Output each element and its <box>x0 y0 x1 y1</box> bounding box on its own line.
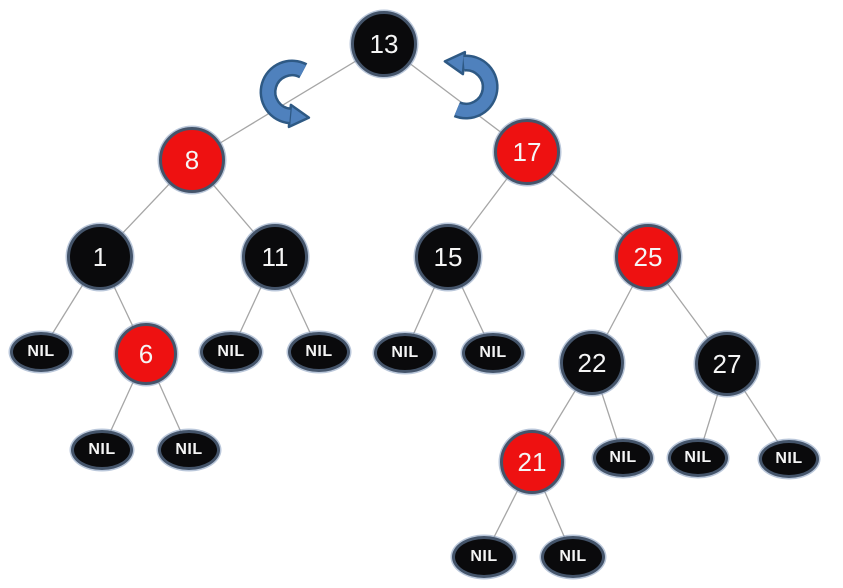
tree-node-15: 15 <box>415 224 481 290</box>
node-label: NIL <box>217 343 245 360</box>
node-label: 21 <box>517 446 547 477</box>
nil-node-nil-21-left: NIL <box>452 536 516 578</box>
node-label: 8 <box>184 144 200 175</box>
node-label: 1 <box>92 241 108 272</box>
node-label: 27 <box>712 348 742 379</box>
nil-node-nil-27-right: NIL <box>759 440 819 478</box>
rotate-left-arrow-icon <box>259 59 311 129</box>
node-label: NIL <box>305 343 333 360</box>
node-label: NIL <box>88 441 116 458</box>
node-label: 13 <box>369 28 399 59</box>
tree-node-27: 27 <box>695 332 759 396</box>
node-label: NIL <box>479 344 507 361</box>
node-label: NIL <box>27 343 55 360</box>
tree-node-17: 17 <box>494 119 560 185</box>
node-label: NIL <box>775 450 803 467</box>
tree-node-6: 6 <box>115 323 177 385</box>
tree-node-1: 1 <box>67 224 133 290</box>
tree-node-22: 22 <box>560 331 624 395</box>
tree-node-8: 8 <box>159 127 225 193</box>
nil-node-nil-15-left: NIL <box>374 333 436 373</box>
node-label: NIL <box>684 449 712 466</box>
node-label: NIL <box>470 548 498 565</box>
nil-node-nil-22-right: NIL <box>593 439 653 477</box>
nil-node-nil-15-right: NIL <box>462 333 524 373</box>
edge-13-to-8 <box>191 43 385 161</box>
node-label: NIL <box>175 441 203 458</box>
node-label: NIL <box>391 344 419 361</box>
nil-node-nil-21-right: NIL <box>541 536 605 578</box>
node-label: 17 <box>512 136 542 167</box>
node-label: 6 <box>138 338 154 369</box>
node-label: NIL <box>559 548 587 565</box>
tree-node-25: 25 <box>615 224 681 290</box>
nil-node-nil-6-right: NIL <box>158 430 220 470</box>
nil-node-nil-6-left: NIL <box>71 430 133 470</box>
rotate-right-arrow-icon <box>443 50 499 120</box>
node-label: 25 <box>633 241 663 272</box>
nil-node-nil-11-right: NIL <box>288 332 350 372</box>
tree-node-11: 11 <box>242 224 308 290</box>
nil-node-nil-27-left: NIL <box>668 439 728 477</box>
nil-node-nil-11-left: NIL <box>200 332 262 372</box>
tree-node-13: 13 <box>351 11 417 77</box>
node-label: 11 <box>261 241 289 272</box>
node-label: NIL <box>609 449 637 466</box>
node-label: 22 <box>577 347 607 378</box>
nil-node-nil-1-left: NIL <box>10 332 72 372</box>
node-label: 15 <box>433 241 463 272</box>
tree-node-21: 21 <box>500 430 564 494</box>
